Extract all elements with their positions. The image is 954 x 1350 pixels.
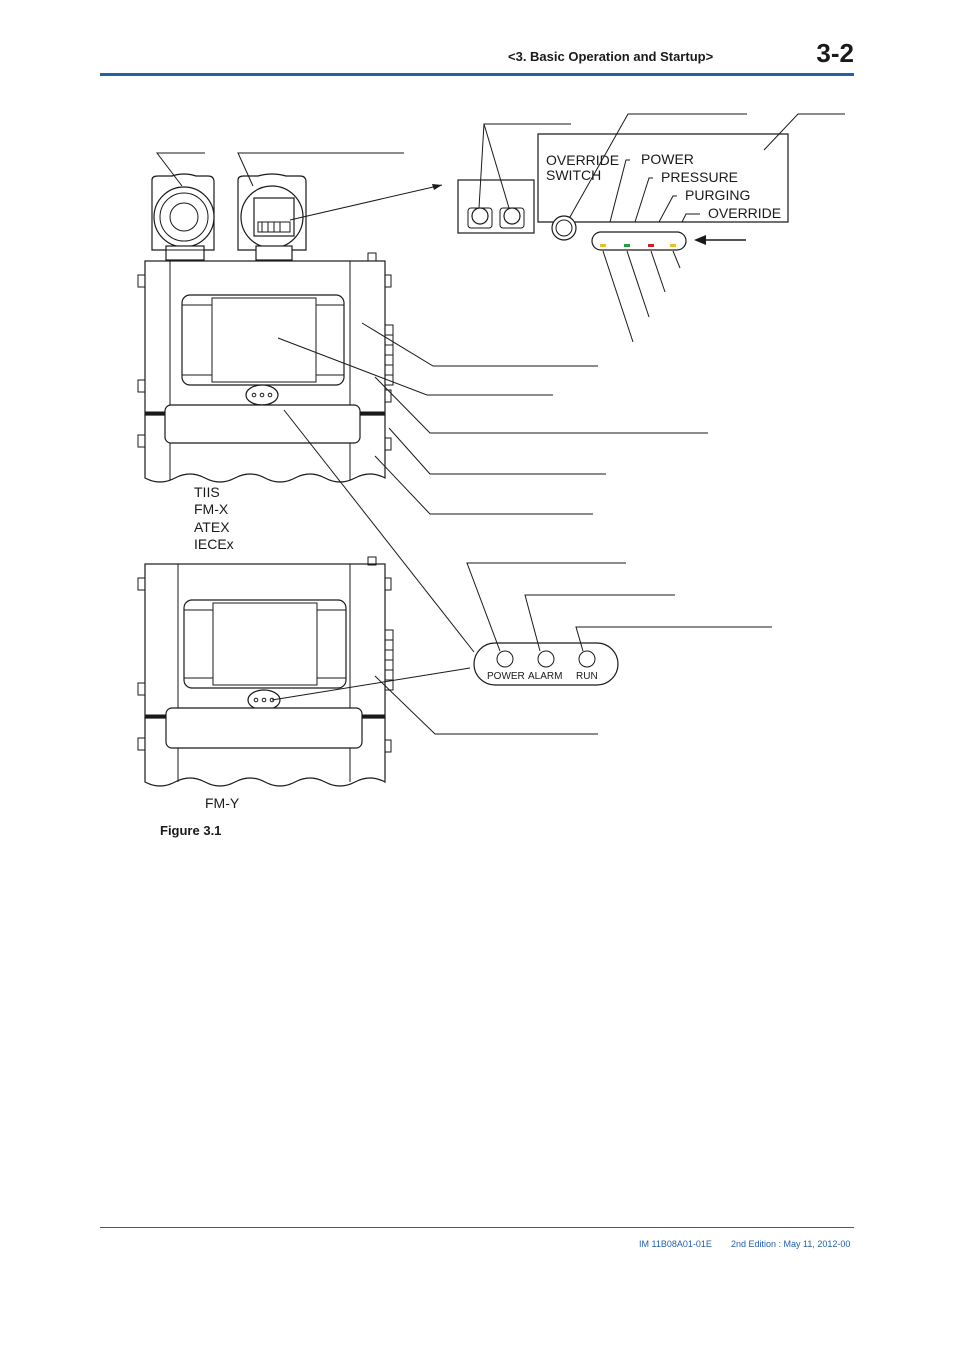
round-gland-left	[151, 173, 215, 261]
page-number: 3-2	[816, 38, 854, 68]
knobs-detail	[457, 123, 571, 234]
status-lamp-run-icon	[578, 650, 596, 668]
upper-unit-label-tiis: TIIS	[194, 484, 220, 500]
leader-lines-top-left	[155, 152, 443, 221]
section-title: <3. Basic Operation and Startup>	[508, 49, 714, 64]
status-lamp-alarm-icon	[537, 650, 555, 668]
lamp-label-purging: PURGING	[685, 187, 750, 203]
lamp-label-power: POWER	[641, 151, 694, 167]
status-panel: POWER ALARM RUN	[466, 562, 772, 686]
upper-unit-label-fmx: FM-X	[194, 501, 229, 517]
edition-date: 2nd Edition : May 11, 2012-00	[731, 1239, 851, 1249]
lamp-label-pressure: PRESSURE	[661, 169, 738, 185]
upper-unit-label-iecex: IECEx	[194, 536, 234, 552]
lamp-label-override: OVERRIDE	[708, 205, 781, 221]
figure-caption: Figure 3.1	[160, 823, 222, 838]
lamp-power-icon	[600, 244, 606, 247]
lamp-override-icon	[670, 244, 676, 247]
override-switch-label-line2: SWITCH	[546, 167, 601, 183]
arrow-icon	[694, 235, 706, 245]
leader-lines-upper	[277, 322, 708, 515]
upper-unit-label-atex: ATEX	[194, 519, 230, 535]
status-label-alarm: ALARM	[528, 671, 562, 682]
indicator-panel-detail: OVERRIDE SWITCH POWER PRESSURE PURGING O…	[537, 113, 845, 343]
header-rule	[100, 73, 854, 76]
lamp-pressure-icon	[624, 244, 630, 247]
document-id: IM 11B08A01-01E	[639, 1239, 712, 1249]
status-lamp-power-icon	[496, 650, 514, 668]
lower-analyzer-housing	[137, 556, 394, 787]
lower-unit-label-fmy: FM-Y	[205, 795, 240, 811]
leader-lines-lower	[271, 409, 598, 735]
round-gland-right	[237, 173, 307, 261]
upper-analyzer-housing	[137, 252, 394, 483]
lamp-purging-icon	[648, 244, 654, 247]
status-label-run: RUN	[576, 671, 598, 682]
status-label-power: POWER	[487, 671, 525, 682]
footer-rule	[100, 1227, 854, 1228]
override-switch-label-line1: OVERRIDE	[546, 152, 619, 168]
